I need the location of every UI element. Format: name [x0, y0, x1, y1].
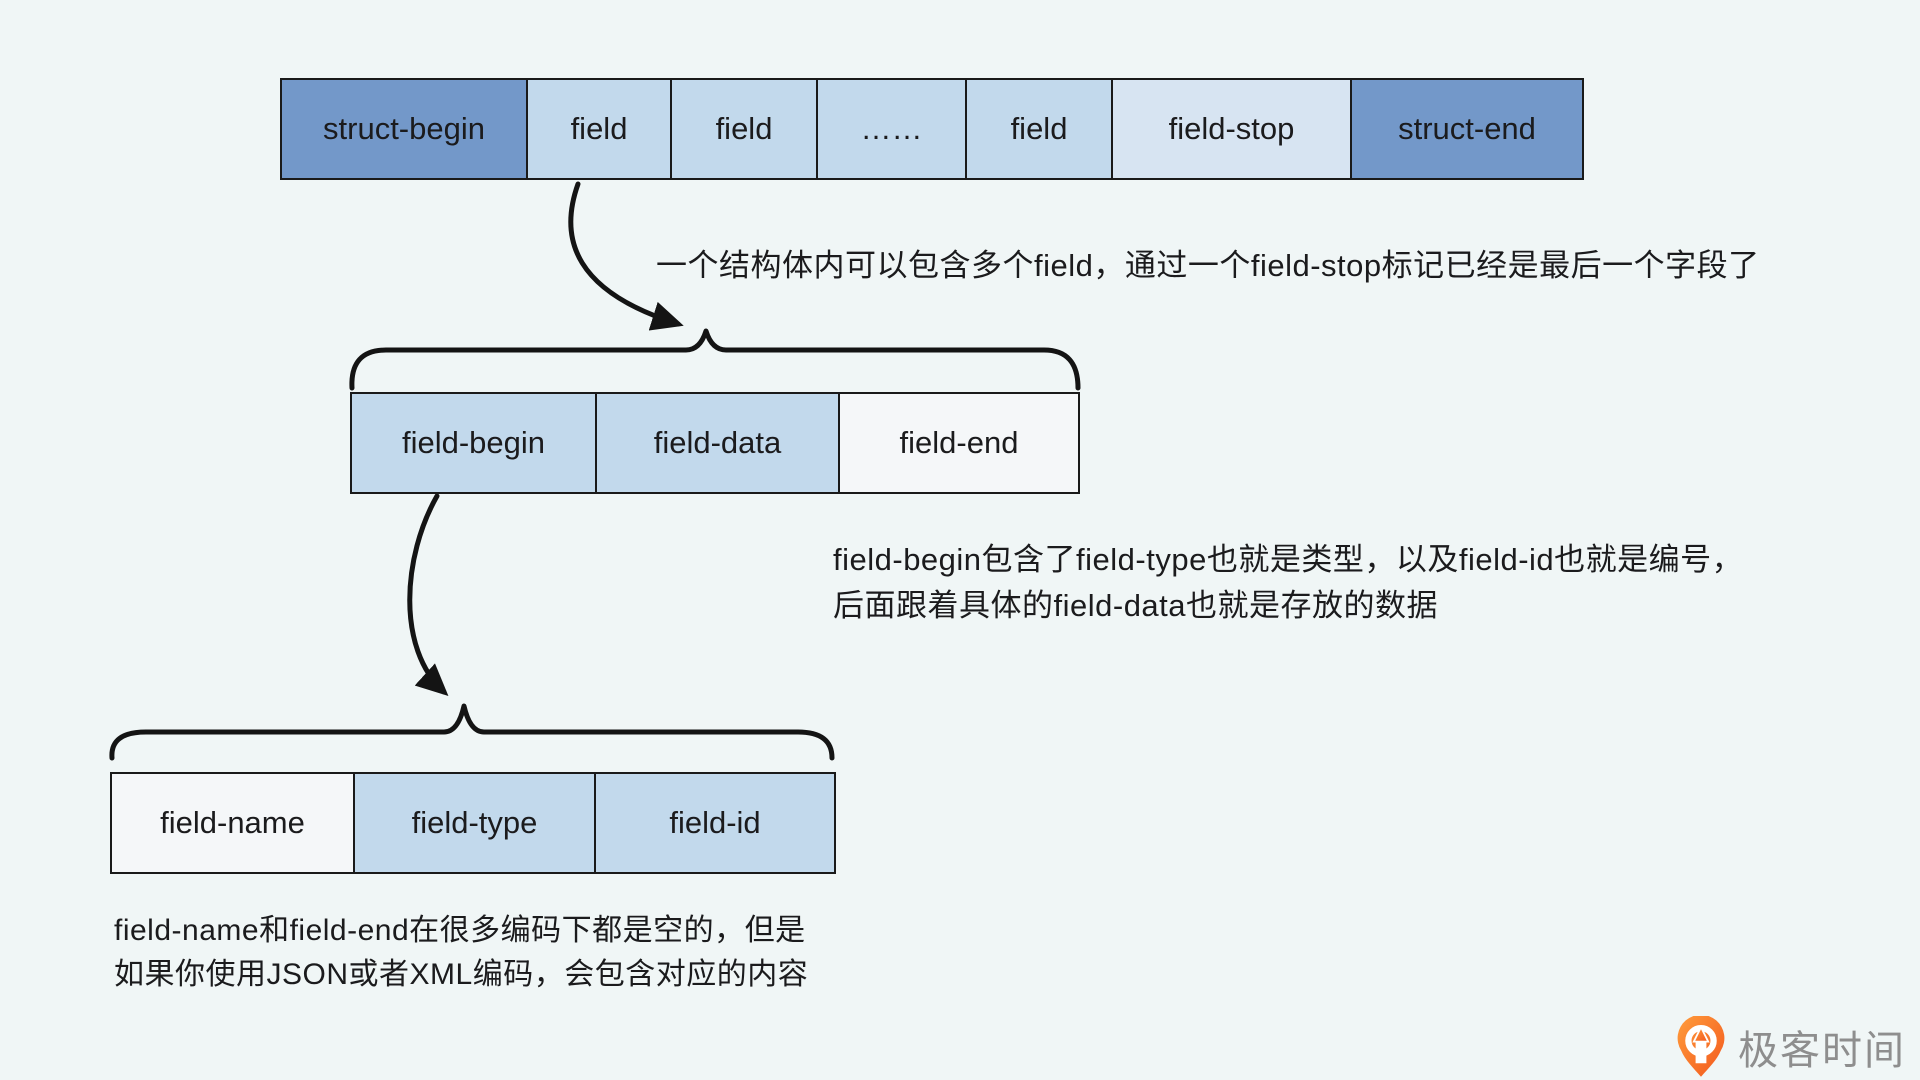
field-cell-3: field	[965, 80, 1111, 178]
note-empty-encodings-line1: field-name和field-end在很多编码下都是空的，但是	[114, 914, 806, 947]
brace-field-structure	[349, 328, 1081, 391]
brace-fieldbegin-structure	[109, 703, 835, 761]
geektime-logo-text: 极客时间	[1738, 1029, 1906, 1073]
note-empty-encodings: field-name和field-end在很多编码下都是空的，但是 如果你使用J…	[114, 909, 808, 997]
note-empty-encodings-line2: 如果你使用JSON或者XML编码，会包含对应的内容	[114, 958, 809, 991]
note-field-begin-contents-line2: 后面跟着具体的field-data也就是存放的数据	[833, 588, 1439, 623]
field-name-cell: field-name	[112, 774, 353, 872]
geektime-pin-icon	[1677, 1016, 1725, 1077]
note-field-begin-contents: field-begin包含了field-type也就是类型，以及field-id…	[833, 537, 1743, 629]
note-field-stop: 一个结构体内可以包含多个field，通过一个field-stop标记已经是最后一…	[656, 248, 1760, 283]
ellipsis-cell: ……	[816, 80, 965, 178]
field-type-cell: field-type	[353, 774, 594, 872]
field-end-cell: field-end	[838, 394, 1078, 492]
field-stop-cell: field-stop	[1111, 80, 1350, 178]
arrow-fieldbegin-to-structure	[407, 493, 449, 697]
geektime-logo: 极客时间	[1674, 1016, 1906, 1078]
field-begin-cell: field-begin	[352, 394, 595, 492]
field-id-cell: field-id	[594, 774, 834, 872]
field-data-cell: field-data	[595, 394, 838, 492]
field-cell-1: field	[526, 80, 670, 178]
struct-begin-cell: struct-begin	[282, 80, 526, 178]
struct-end-cell: struct-end	[1350, 80, 1582, 178]
field-cell-2: field	[670, 80, 816, 178]
note-field-begin-contents-line1: field-begin包含了field-type也就是类型，以及field-id…	[833, 542, 1744, 577]
